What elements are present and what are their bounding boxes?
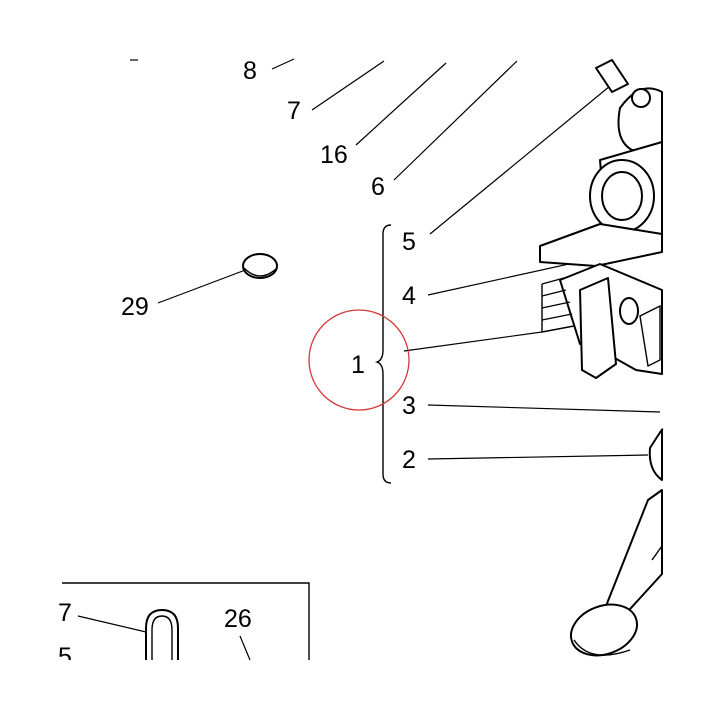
- callout-1: 1: [351, 351, 365, 379]
- part-29-disc: [242, 253, 278, 279]
- inset-detail-box: [62, 582, 310, 661]
- leader-6: [393, 60, 518, 181]
- part-4-plate: [539, 223, 663, 267]
- leader-16: [355, 62, 447, 146]
- callout-4: 4: [402, 282, 416, 310]
- callout-5: 5: [402, 228, 416, 256]
- callout-6: 6: [371, 173, 385, 201]
- bottom-crop-mask: [0, 660, 720, 720]
- inset-callout-26: 26: [224, 605, 252, 633]
- group-brace: [374, 224, 392, 484]
- callout-2: 2: [402, 446, 416, 474]
- highlight-circle: [308, 309, 410, 411]
- leader-29: [157, 268, 249, 304]
- valve-cap-assembly: [589, 59, 663, 249]
- inset-callout-7: 7: [58, 599, 72, 627]
- leader-2: [427, 454, 649, 460]
- callout-3: 3: [402, 392, 416, 420]
- leader-7: [311, 60, 385, 111]
- part-2-valve: [570, 428, 664, 657]
- callout-8: 8: [243, 57, 257, 85]
- leader-5: [429, 85, 611, 235]
- callout-29: 29: [121, 293, 149, 321]
- leader-1: [403, 331, 543, 352]
- leader-8: [271, 58, 295, 70]
- callout-16: 16: [320, 141, 348, 169]
- callout-7: 7: [287, 97, 301, 125]
- part-1-tappet-block: [541, 263, 663, 379]
- leader-3: [427, 404, 661, 413]
